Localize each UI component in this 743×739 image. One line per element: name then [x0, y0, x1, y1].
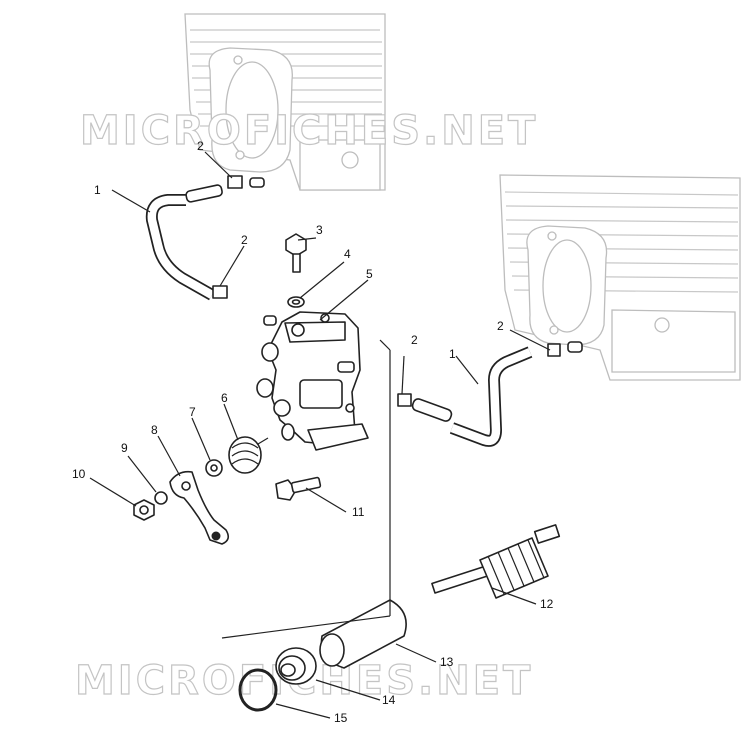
- oil-pump-assembly: [256, 311, 369, 451]
- callout-11: 11: [352, 505, 365, 519]
- oil-line-left: [145, 184, 223, 301]
- control-lever: [169, 470, 230, 545]
- clamp-top: [212, 175, 277, 326]
- drive-shaft-gear: [431, 524, 561, 599]
- callout-14: 14: [382, 693, 396, 707]
- callout-labels: 1 1 2 2 2 2 3 4 5 6 7 8 9 10 11 12 13 14…: [72, 139, 554, 725]
- watermark-top: MICROFICHES.NET: [80, 108, 538, 154]
- callout-8: 8: [151, 423, 158, 437]
- return-spring: [228, 436, 269, 474]
- callout-5: 5: [366, 267, 373, 281]
- callout-2-right: 2: [497, 319, 504, 333]
- callout-3: 3: [316, 223, 323, 237]
- callout-2-top: 2: [197, 139, 204, 153]
- oil-line-right: [397, 341, 583, 447]
- callout-13: 13: [440, 655, 454, 669]
- callout-1-left: 1: [94, 183, 101, 197]
- callout-6: 6: [221, 391, 228, 405]
- mounting-screw: [275, 476, 322, 501]
- callout-2-pump: 2: [411, 333, 418, 347]
- washer-9: [154, 491, 168, 505]
- callout-12: 12: [540, 597, 554, 611]
- callout-15: 15: [334, 711, 348, 725]
- engine-cylinder-right: [499, 174, 741, 381]
- o-ring: [238, 668, 278, 712]
- callout-9: 9: [121, 441, 128, 455]
- callout-2-middle: 2: [241, 233, 248, 247]
- callout-1-right: 1: [449, 347, 456, 361]
- callout-7: 7: [189, 405, 196, 419]
- engine-cylinder-top: [184, 13, 386, 191]
- leader-lines: [89, 151, 551, 719]
- callout-10: 10: [72, 467, 86, 481]
- oil-seal: [275, 647, 317, 685]
- callout-4: 4: [344, 247, 351, 261]
